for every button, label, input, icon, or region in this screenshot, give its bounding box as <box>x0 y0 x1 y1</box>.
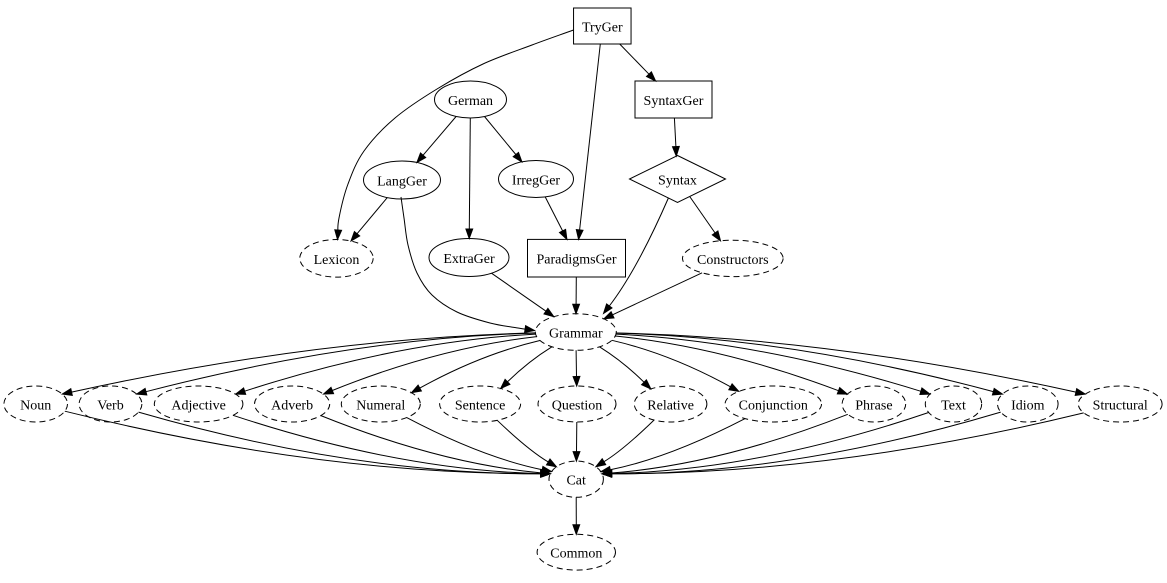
svg-text:SyntaxGer: SyntaxGer <box>644 94 704 109</box>
svg-text:Idiom: Idiom <box>1011 399 1045 414</box>
svg-text:Verb: Verb <box>97 399 123 414</box>
svg-text:Noun: Noun <box>20 399 51 414</box>
svg-text:Conjunction: Conjunction <box>739 399 808 414</box>
svg-text:Sentence: Sentence <box>455 399 506 414</box>
svg-text:Syntax: Syntax <box>658 174 697 189</box>
svg-text:Numeral: Numeral <box>356 399 405 414</box>
svg-text:German: German <box>448 94 493 109</box>
svg-text:Adjective: Adjective <box>171 399 225 414</box>
svg-text:Cat: Cat <box>566 474 586 489</box>
svg-text:ExtraGer: ExtraGer <box>443 252 495 267</box>
svg-text:Grammar: Grammar <box>549 327 603 342</box>
svg-text:Common: Common <box>550 547 602 562</box>
svg-text:Phrase: Phrase <box>855 399 892 414</box>
svg-text:TryGer: TryGer <box>582 21 623 36</box>
svg-text:LangGer: LangGer <box>377 175 427 190</box>
svg-text:IrregGer: IrregGer <box>512 174 561 189</box>
svg-text:Relative: Relative <box>647 399 694 414</box>
svg-text:Lexicon: Lexicon <box>314 253 360 268</box>
svg-text:ParadigmsGer: ParadigmsGer <box>536 253 616 268</box>
svg-text:Text: Text <box>941 399 966 414</box>
svg-text:Adverb: Adverb <box>271 399 313 414</box>
svg-text:Question: Question <box>552 399 603 414</box>
svg-text:Constructors: Constructors <box>697 253 769 268</box>
svg-text:Structural: Structural <box>1093 399 1148 414</box>
